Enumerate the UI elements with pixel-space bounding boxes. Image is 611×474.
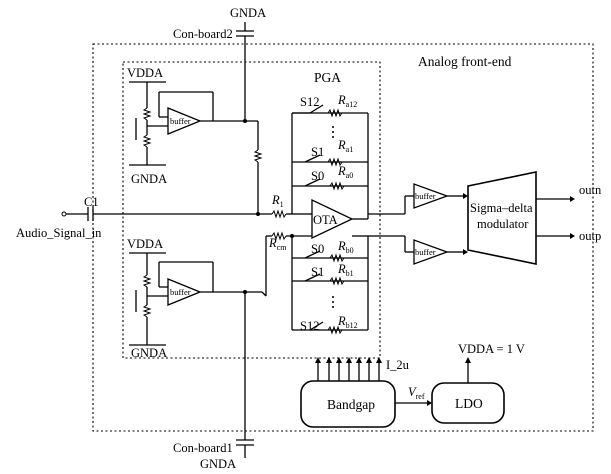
- pga-boundary: [122, 61, 381, 359]
- pga-bottom-ladder: [291, 235, 380, 335]
- bias-current-arrows: [315, 357, 382, 381]
- vref-label: Vref: [408, 385, 425, 401]
- analog-frontend-label: Analog front-end: [418, 54, 512, 69]
- con-board1-capacitor: [236, 439, 254, 458]
- sigma-delta-label-1: Sigma–delta: [470, 201, 533, 215]
- buffer-top-label: buffer: [170, 116, 191, 126]
- ra1-label: Ra1: [337, 138, 353, 154]
- s0-bot-label: S0: [311, 242, 324, 256]
- gnda-top-label: GNDA: [230, 6, 266, 20]
- top-buffer-amp: [167, 107, 202, 135]
- ra12-label: Ra12: [337, 93, 357, 109]
- rb0-label: Rb0: [337, 239, 354, 255]
- c1-label: C1: [84, 195, 99, 209]
- bandgap-label: Bandgap: [327, 397, 375, 412]
- ra0-label: Ra0: [337, 164, 353, 180]
- buffer-out2-label: buffer: [415, 247, 436, 257]
- bandgap-block: [300, 380, 396, 428]
- con-board2-capacitor: [236, 22, 254, 122]
- s12-top-label: S12: [300, 95, 319, 109]
- ldo-label: LDO: [455, 396, 483, 411]
- s1-bot-label: S1: [311, 265, 324, 279]
- bottom-bias-network: [129, 252, 214, 346]
- gnda-bot-label: GNDA: [131, 346, 167, 360]
- buffer-bot-label: buffer: [170, 287, 191, 297]
- s0-top-label: S0: [311, 169, 324, 183]
- vref-arrow: [395, 400, 432, 406]
- output-buffers: [380, 183, 468, 265]
- vdda-top-label: VDDA: [127, 66, 163, 80]
- pga-label: PGA: [314, 70, 341, 85]
- vdda-1v-label: VDDA = 1 V: [458, 342, 525, 356]
- rb12-label: Rb12: [337, 314, 358, 330]
- buffer-out1-label: buffer: [415, 191, 436, 201]
- rb1-label: Rb1: [337, 262, 354, 278]
- ota-amplifier: [311, 198, 354, 240]
- input-path: [61, 207, 312, 221]
- bottom-buffer-out: [200, 290, 267, 440]
- s12-bot-label: S12: [300, 319, 319, 333]
- pga-top-ladder: [291, 104, 405, 215]
- bottom-buffer-amp: [167, 278, 202, 306]
- rcm-label: Rcm: [268, 236, 287, 252]
- i2u-label: I_2u: [386, 358, 410, 372]
- con-board2-label: Con-board2: [173, 27, 233, 41]
- ldo-output-arrow: [465, 357, 471, 383]
- outn-label: outn: [579, 183, 602, 197]
- audio-in-label: Audio_Signal_in: [16, 226, 102, 240]
- top-bias-network: [129, 81, 214, 166]
- analog-frontend-boundary: [92, 43, 594, 432]
- s1-top-label: S1: [311, 145, 324, 159]
- ota-label: OTA: [313, 213, 338, 227]
- gnda-bottom-label: GNDA: [200, 457, 236, 471]
- top-buffer-out: [200, 119, 263, 214]
- sigma-delta-block: [467, 171, 537, 265]
- r1-label: R1: [271, 193, 284, 209]
- gnda-mid-label: GNDA: [131, 172, 167, 186]
- sigma-delta-label-2: modulator: [477, 217, 529, 231]
- modulator-outputs: [536, 196, 575, 239]
- vdda-bot-label: VDDA: [127, 237, 163, 251]
- outp-label: outp: [579, 229, 601, 243]
- con-board1-label: Con-board1: [173, 441, 233, 455]
